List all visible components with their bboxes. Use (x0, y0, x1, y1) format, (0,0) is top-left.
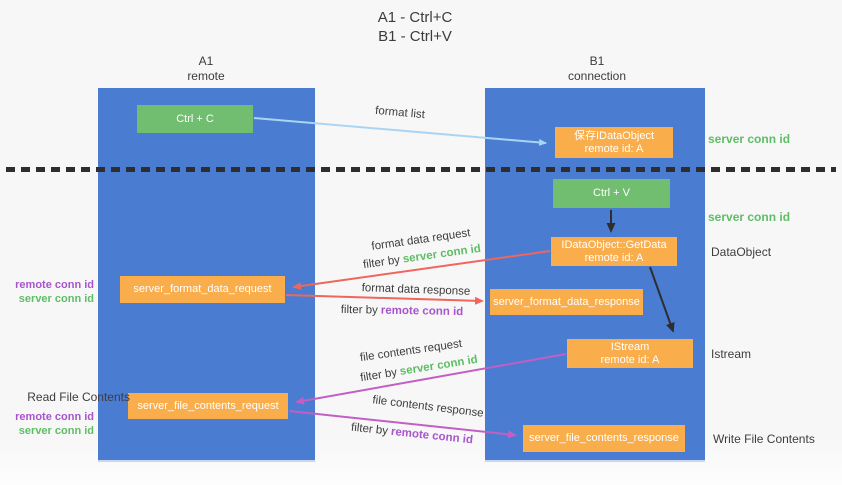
node-format-response-label: server_format_data_response (493, 295, 640, 308)
node-save-line2: remote id: A (584, 142, 644, 155)
lane-b1-subtitle: connection (567, 69, 627, 83)
node-istream: IStream remote id: A (567, 339, 693, 368)
flow-label-format-list: format list (374, 104, 426, 122)
title-line-2: B1 - Ctrl+V (378, 28, 452, 45)
label-server-conn-id-mid-right: server conn id (708, 210, 791, 224)
diagram-title: A1 - Ctrl+C B1 - Ctrl+V (320, 8, 510, 46)
node-file-request-label: server_file_contents_request (137, 399, 279, 412)
copy-paste-separator-line (6, 167, 836, 172)
filter-by-text: filter by (362, 254, 401, 272)
node-getdata-line2: remote id: A (584, 251, 644, 264)
label-server-conn-id-bottom-left: server conn id (18, 425, 94, 437)
node-save-line1: 保存IDataObject (573, 129, 655, 142)
lane-a1-name: A1 (198, 54, 214, 68)
server-conn-id-highlight: server conn id (399, 353, 479, 378)
lane-a1-subtitle: remote (187, 69, 225, 83)
label-conn-ids-left-top: remote conn id server conn id (15, 278, 94, 306)
label-conn-ids-left-bottom: remote conn id server conn id (15, 410, 94, 438)
label-remote-conn-id-top-left: remote conn id (15, 279, 94, 291)
label-server-conn-id-top-right: server conn id (708, 132, 791, 146)
node-server-format-data-response: server_format_data_response (490, 289, 643, 315)
label-read-file-contents: Read File Contents (27, 390, 130, 404)
flow-label-file-contents-response: file contents response (371, 394, 485, 420)
remote-conn-id-highlight: remote conn id (390, 425, 474, 447)
node-ctrl-v: Ctrl + V (553, 179, 670, 208)
node-server-file-contents-request: server_file_contents_request (128, 393, 288, 419)
node-format-request-label: server_format_data_request (133, 283, 272, 295)
node-istream-line2: remote id: A (600, 353, 660, 366)
node-istream-line1: IStream (610, 340, 650, 353)
label-server-conn-id-top-left: server conn id (18, 293, 94, 305)
filter-by-text: filter by (350, 421, 389, 438)
node-file-response-label: server_file_contents_response (529, 432, 679, 444)
title-line-1: A1 - Ctrl+C (377, 9, 453, 26)
node-server-file-contents-response: server_file_contents_response (523, 425, 685, 452)
label-dataobject: DataObject (711, 245, 772, 259)
node-ctrl-c-label: Ctrl + C (176, 112, 214, 125)
node-getdata-line1: IDataObject::GetData (561, 238, 667, 251)
lane-b1-name: B1 (589, 54, 605, 68)
node-ctrl-c: Ctrl + C (137, 105, 253, 133)
lane-header-a1: A1 remote (146, 54, 266, 84)
node-save-idataobject: 保存IDataObject remote id: A (555, 127, 673, 158)
node-server-format-data-request: server_format_data_request (120, 276, 285, 303)
label-write-file-contents: Write File Contents (713, 432, 815, 446)
flow-label-format-data-response: format data response (361, 282, 471, 298)
remote-conn-id-highlight: remote conn id (380, 304, 464, 319)
label-istream: Istream (711, 347, 752, 361)
node-ctrl-v-label: Ctrl + V (593, 187, 630, 199)
node-idataobject-getdata: IDataObject::GetData remote id: A (551, 237, 677, 266)
filter-by-text: filter by (340, 303, 378, 317)
filter-by-text: filter by (359, 366, 398, 385)
lane-header-b1: B1 connection (537, 54, 657, 84)
label-remote-conn-id-bottom-left: remote conn id (15, 411, 94, 423)
